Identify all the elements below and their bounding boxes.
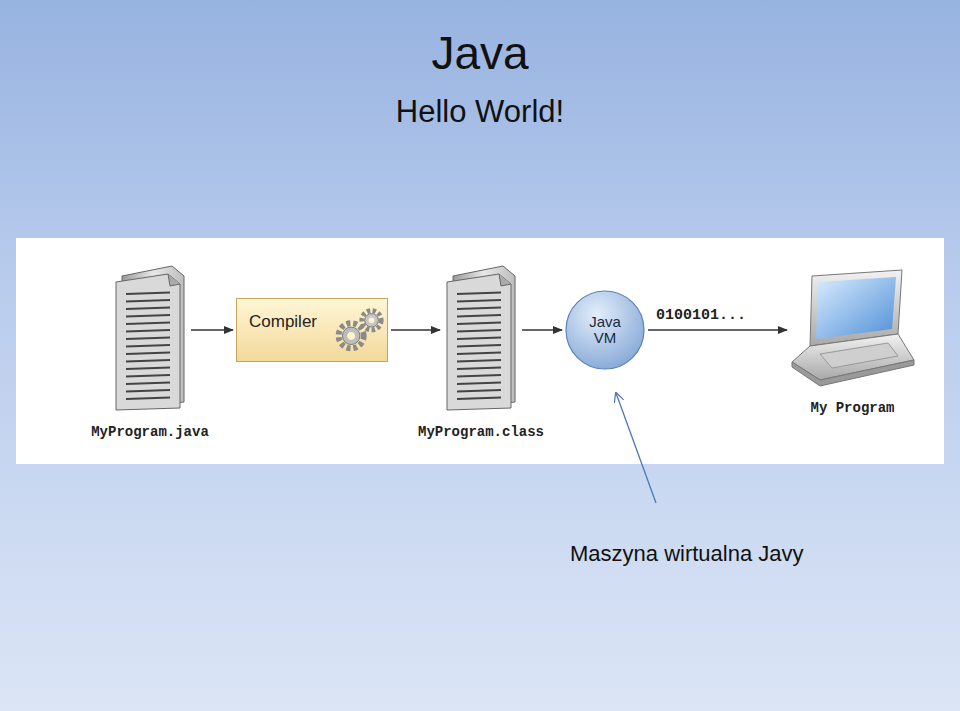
- vm-circle-node: Java VM: [565, 290, 645, 370]
- flow-arrow: [648, 329, 787, 330]
- circle-label: Java VM: [565, 290, 645, 370]
- callout-label: Maszyna wirtualna Javy: [570, 541, 804, 567]
- file-label: My Program: [810, 400, 894, 416]
- file-label: MyProgram.java: [91, 424, 209, 440]
- document-icon: [112, 262, 188, 412]
- file-label: MyProgram.class: [418, 424, 544, 440]
- laptop-icon: [790, 268, 915, 388]
- document-node: MyProgram.class: [443, 262, 519, 412]
- flow-arrow: [522, 329, 562, 330]
- box-label: Compiler: [249, 312, 317, 332]
- edge-label: 0100101...: [656, 307, 746, 324]
- document-icon: [443, 262, 519, 412]
- flow-arrow: [391, 329, 440, 330]
- process-box: Compiler: [236, 298, 388, 362]
- document-node: MyProgram.java: [112, 262, 188, 412]
- computer-node: My Program: [790, 268, 915, 388]
- flow-arrow: [191, 329, 233, 330]
- slide-title: Java: [0, 30, 960, 76]
- circle-text: Java VM: [579, 314, 631, 346]
- leader-line: [616, 393, 656, 503]
- subtitle: Hello World!: [0, 96, 960, 127]
